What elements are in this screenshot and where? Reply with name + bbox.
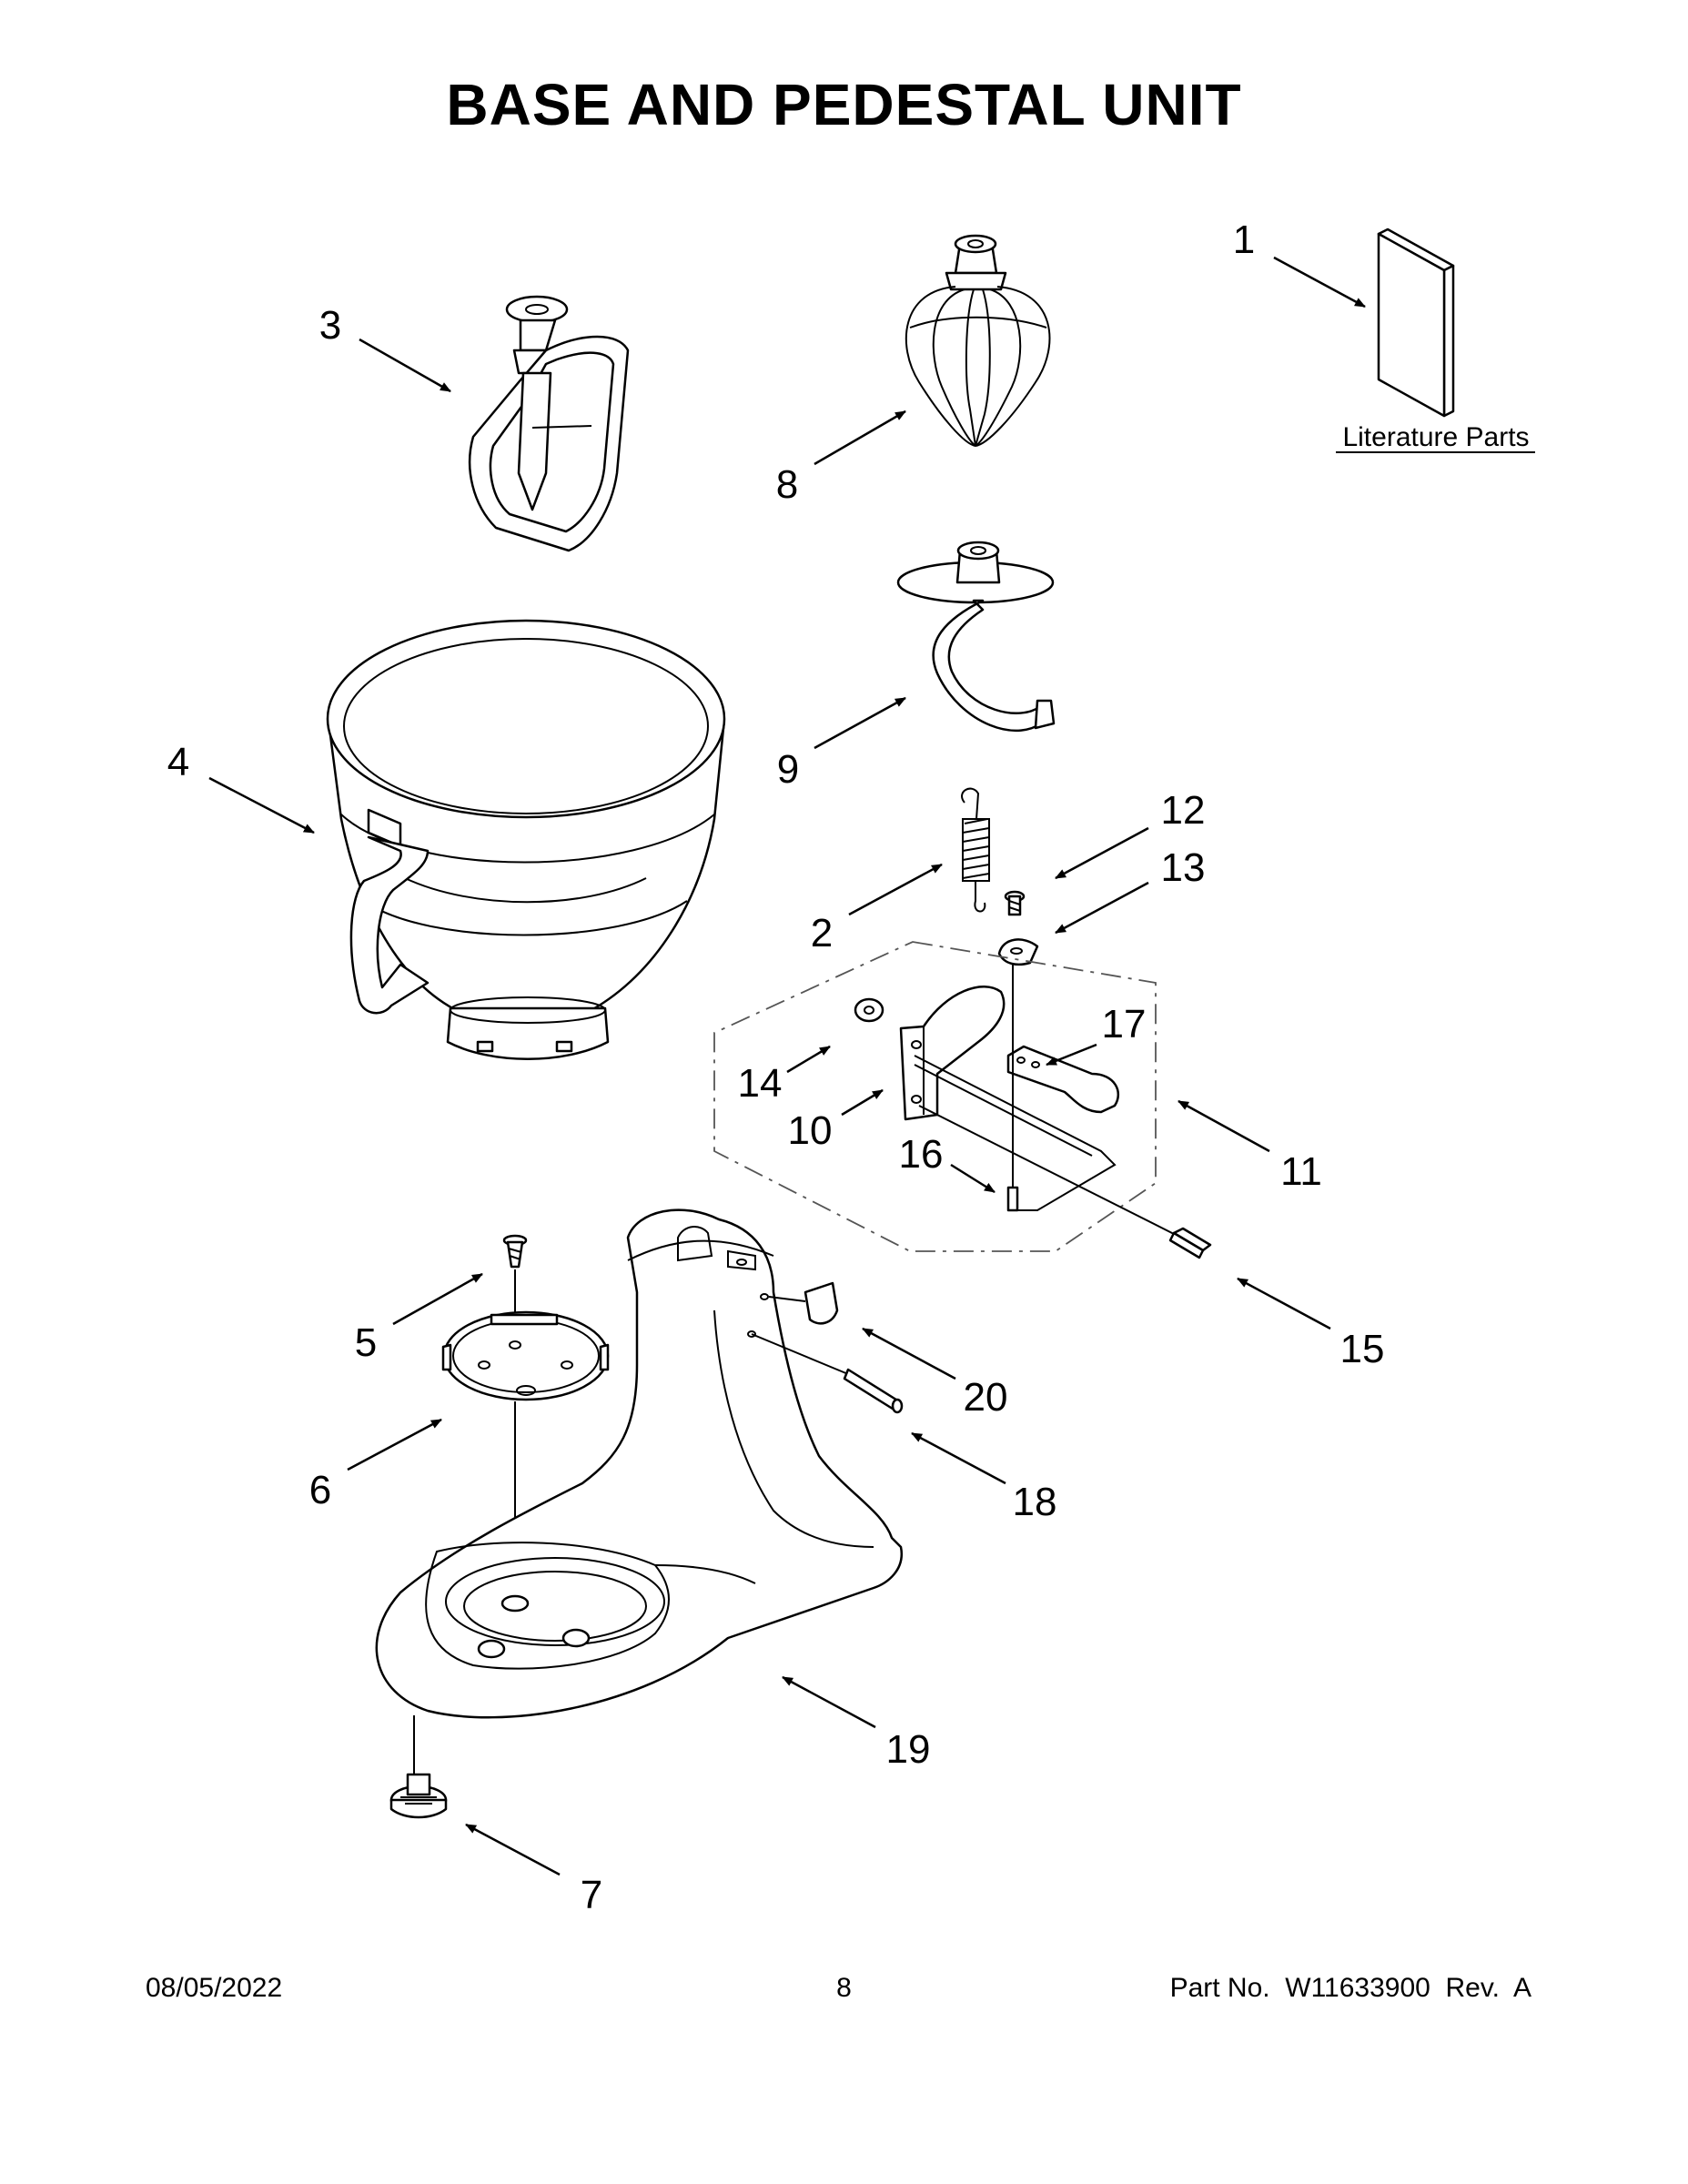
clip — [768, 1281, 839, 1325]
footer-date: 08/05/2022 — [146, 1973, 283, 2003]
dough-hook — [896, 541, 1056, 733]
screw — [1004, 890, 1026, 916]
callout-14: 14 — [738, 1061, 783, 1106]
footer-page-number: 8 — [836, 1973, 852, 2003]
hinge-pin — [918, 1105, 1212, 1259]
callout-9: 9 — [777, 747, 799, 792]
callout-3: 3 — [319, 303, 341, 348]
base-hinge-pin — [751, 1333, 904, 1414]
callout-17: 17 — [1102, 1002, 1147, 1046]
callouts: 1 3 8 4 9 12 13 2 17 14 10 16 11 5 15 20… — [167, 217, 1385, 1917]
leader-arrows — [208, 256, 1366, 1876]
callout-11: 11 — [1280, 1149, 1322, 1194]
literature-booklet: Literature Parts — [1336, 228, 1535, 453]
literature-parts-label: Literature Parts — [1342, 422, 1529, 452]
callout-7: 7 — [581, 1873, 602, 1917]
spring — [961, 787, 990, 913]
callout-13: 13 — [1161, 845, 1206, 890]
callout-10: 10 — [788, 1108, 833, 1153]
callout-1: 1 — [1233, 217, 1255, 262]
lock-lever — [1006, 1045, 1120, 1114]
callout-2: 2 — [811, 911, 833, 956]
hinge-assembly-outline — [713, 941, 1157, 1252]
callout-15: 15 — [1340, 1327, 1385, 1371]
callout-16: 16 — [899, 1132, 944, 1177]
callout-20: 20 — [964, 1375, 1008, 1420]
wire-whip — [905, 234, 1051, 447]
callout-12: 12 — [1161, 788, 1206, 833]
callout-8: 8 — [776, 462, 798, 507]
bowl-clamp-screw — [502, 1234, 528, 1347]
pedestal-base — [375, 1208, 904, 1719]
callout-19: 19 — [886, 1727, 931, 1772]
page-title: BASE AND PEDESTAL UNIT — [446, 72, 1242, 137]
bracket — [899, 986, 1006, 1121]
flat-beater — [468, 295, 630, 552]
callout-4: 4 — [167, 740, 189, 784]
mixing-bowl — [326, 619, 726, 1060]
callout-18: 18 — [1013, 1480, 1057, 1524]
flat-washer — [854, 997, 884, 1023]
rubber-foot — [389, 1715, 448, 1819]
callout-5: 5 — [355, 1320, 377, 1365]
footer-part-number: Part No. W11633900 Rev. A — [1169, 1973, 1531, 2003]
washer — [997, 938, 1039, 966]
pivot-rod — [914, 965, 1117, 1212]
callout-6: 6 — [309, 1468, 331, 1512]
